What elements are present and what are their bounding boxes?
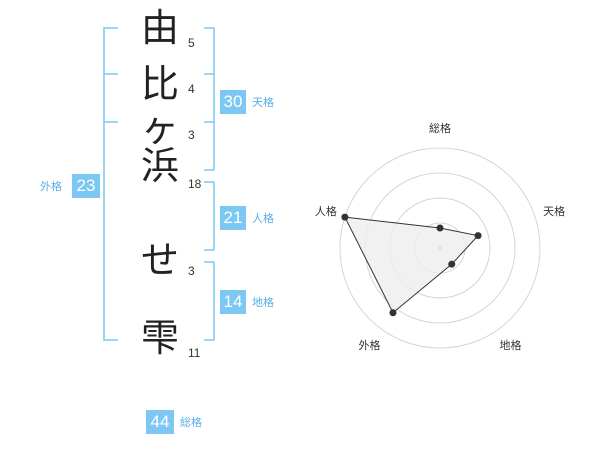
- name-char-2: 比: [140, 62, 179, 106]
- jinkaku-badge: 21: [220, 206, 246, 230]
- radar-axis-label-0: 総格: [429, 121, 451, 135]
- jinkaku-bracket: [204, 181, 215, 251]
- name-char-1: 由: [140, 6, 179, 50]
- name-char-3: ヶ: [140, 106, 179, 150]
- gaikaku-bracket: [103, 27, 118, 341]
- soukaku-label: 総格: [180, 416, 202, 429]
- name-char-4: 浜: [140, 144, 179, 188]
- name-char-6: 雫: [140, 316, 179, 360]
- tenkaku-bracket: [204, 27, 215, 171]
- radar-series-polygon: [344, 216, 480, 314]
- radar-point-1: [474, 232, 482, 240]
- stroke-count-4: 18: [188, 177, 202, 191]
- gaikaku-badge: 23: [72, 174, 100, 198]
- radar-point-2: [448, 260, 456, 268]
- radar-point-3: [389, 309, 397, 317]
- radar-point-0: [436, 224, 444, 232]
- stroke-count-5: 3: [188, 264, 195, 278]
- radar-ring-4: [339, 147, 541, 349]
- radar-axis-label-3: 外格: [358, 338, 380, 352]
- stroke-count-1: 5: [188, 36, 195, 50]
- name-char-5: せ: [140, 238, 179, 282]
- stroke-count-2: 4: [188, 82, 195, 96]
- radar-point-4: [341, 213, 349, 221]
- tenkaku-badge: 30: [220, 90, 246, 114]
- radar-axis-label-2: 地格: [500, 338, 522, 352]
- jinkaku-label: 人格: [252, 212, 274, 225]
- tenkaku-label: 天格: [252, 96, 274, 109]
- chikaku-badge: 14: [220, 290, 246, 314]
- gaikaku-label: 外格: [40, 180, 62, 193]
- chikaku-bracket: [204, 261, 215, 341]
- chikaku-label: 地格: [252, 296, 274, 309]
- radar-axis-label-1: 天格: [543, 204, 565, 218]
- radar-axis-label-4: 人格: [315, 204, 337, 218]
- stroke-count-6: 11: [188, 346, 201, 360]
- stroke-count-3: 3: [188, 128, 195, 142]
- soukaku-badge: 44: [146, 410, 174, 434]
